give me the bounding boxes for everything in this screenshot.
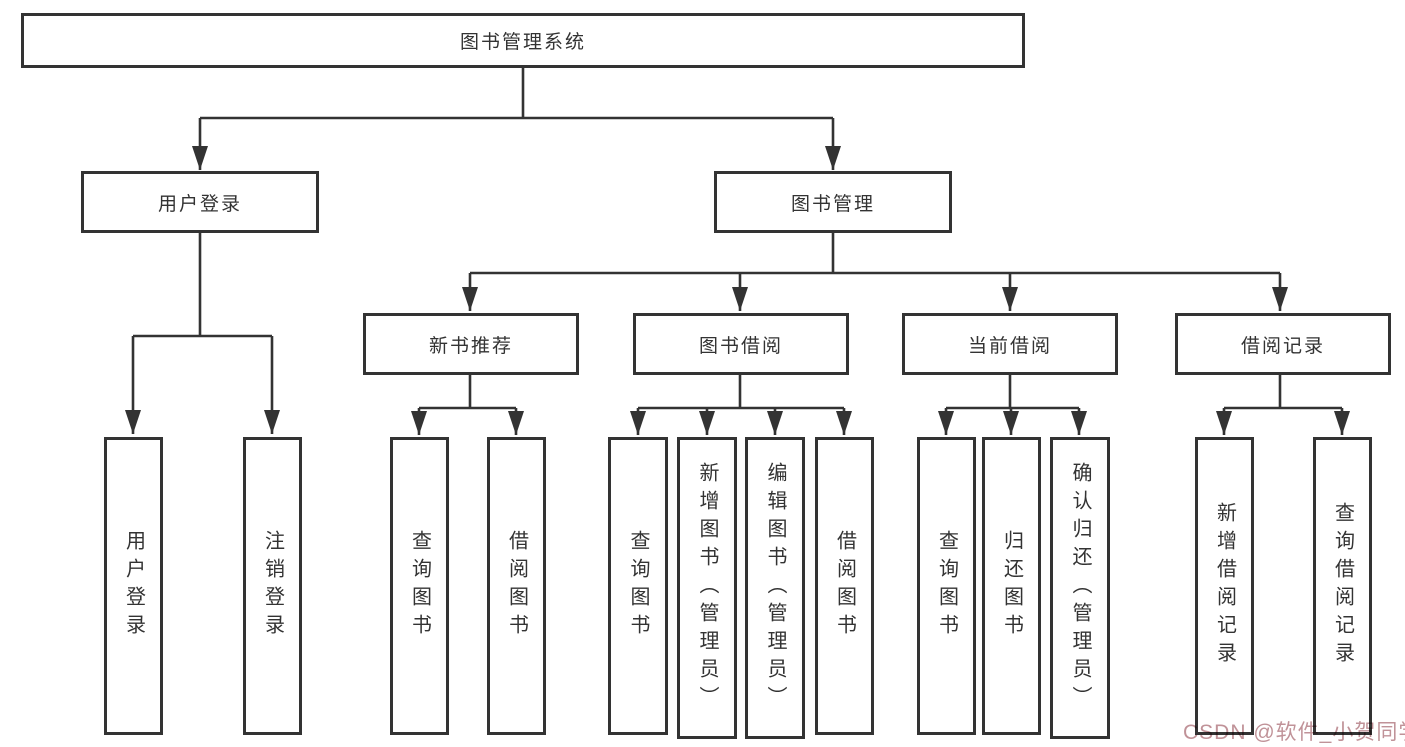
leaf-add-book-admin-label: 新增图书（管理员）	[696, 462, 718, 714]
leaf-query-books-3: 查询图书	[917, 437, 976, 735]
node-user-login: 用户登录	[81, 171, 319, 233]
leaf-query-books-1-label: 查询图书	[408, 530, 431, 642]
node-user-login-label: 用户登录	[157, 193, 242, 215]
watermark-text: CSDN @软件_小贺同学	[1183, 721, 1405, 744]
leaf-logout-label: 注销登录	[261, 530, 284, 642]
leaf-borrow-books-1: 借阅图书	[487, 437, 546, 735]
leaf-return-book-label: 归还图书	[1000, 530, 1023, 642]
leaf-query-borrow-record-label: 查询借阅记录	[1331, 502, 1354, 670]
leaf-edit-book-admin-label: 编辑图书（管理员）	[764, 462, 786, 714]
leaf-return-book: 归还图书	[982, 437, 1041, 735]
leaf-add-book-admin: 新增图书（管理员）	[677, 437, 737, 739]
leaf-confirm-return-admin: 确认归还（管理员）	[1050, 437, 1110, 739]
leaf-query-books-1: 查询图书	[390, 437, 449, 735]
node-book-borrow: 图书借阅	[633, 313, 849, 375]
leaf-query-borrow-record: 查询借阅记录	[1313, 437, 1372, 735]
leaf-query-books-2: 查询图书	[608, 437, 668, 735]
leaf-user-login: 用户登录	[104, 437, 163, 735]
leaf-borrow-books-2-label: 借阅图书	[833, 530, 856, 642]
node-current-borrow-label: 当前借阅	[967, 335, 1052, 357]
node-book-management: 图书管理	[714, 171, 952, 233]
node-borrow-records: 借阅记录	[1175, 313, 1391, 375]
leaf-logout: 注销登录	[243, 437, 302, 735]
node-borrow-records-label: 借阅记录	[1240, 335, 1325, 357]
leaf-add-borrow-record-label: 新增借阅记录	[1213, 502, 1236, 670]
node-new-book-recommend: 新书推荐	[363, 313, 579, 375]
leaf-add-borrow-record: 新增借阅记录	[1195, 437, 1254, 735]
leaf-borrow-books-1-label: 借阅图书	[505, 530, 528, 642]
leaf-query-books-3-label: 查询图书	[935, 530, 958, 642]
leaf-query-books-2-label: 查询图书	[627, 530, 649, 642]
leaf-confirm-return-admin-label: 确认归还（管理员）	[1069, 462, 1091, 714]
node-system-root: 图书管理系统	[21, 13, 1025, 68]
leaf-user-login-label: 用户登录	[122, 530, 145, 642]
node-system-root-label: 图书管理系统	[459, 32, 586, 53]
leaf-borrow-books-2: 借阅图书	[815, 437, 874, 735]
node-book-management-label: 图书管理	[790, 193, 875, 215]
node-current-borrow: 当前借阅	[902, 313, 1118, 375]
leaf-edit-book-admin: 编辑图书（管理员）	[745, 437, 805, 739]
node-new-book-recommend-label: 新书推荐	[428, 335, 513, 357]
node-book-borrow-label: 图书借阅	[698, 335, 783, 357]
